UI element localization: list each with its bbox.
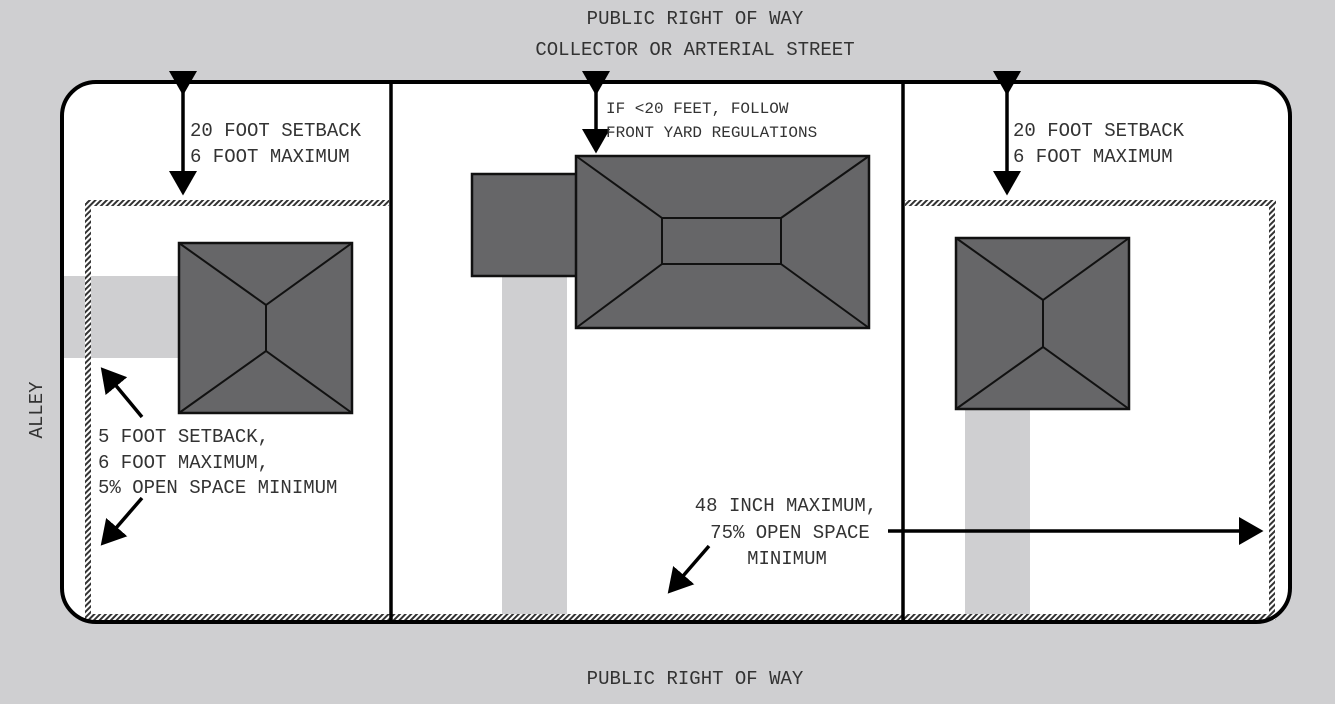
right-front-setback-line1: 20 FOOT SETBACK [1013, 120, 1185, 142]
fence-lines [85, 200, 1276, 620]
top-label-line1: PUBLIC RIGHT OF WAY [587, 8, 804, 30]
dimension-arrows [100, 71, 1264, 594]
right-house [954, 236, 1131, 411]
left-side-setback-line3: 5% OPEN SPACE MINIMUM [98, 477, 337, 499]
middle-front-note-line1: IF <20 FEET, FOLLOW [606, 100, 789, 118]
top-label-line2: COLLECTOR OR ARTERIAL STREET [535, 39, 854, 61]
left-side-setback-line1: 5 FOOT SETBACK, [98, 426, 269, 448]
right-driveway [965, 410, 1030, 620]
middle-rear-note-line1: 48 INCH MAXIMUM, [695, 495, 877, 517]
middle-driveway [502, 276, 567, 620]
left-house [177, 241, 354, 415]
left-front-setback-line1: 20 FOOT SETBACK [190, 120, 362, 142]
lot-outline [60, 80, 1292, 624]
middle-rear-note-line2: 75% OPEN SPACE [710, 522, 870, 544]
middle-rear-note-line3: MINIMUM [747, 548, 827, 570]
bottom-label: PUBLIC RIGHT OF WAY [587, 668, 804, 690]
alley-label: ALLEY [26, 381, 48, 439]
left-driveway [64, 276, 180, 358]
left-front-setback-line2: 6 FOOT MAXIMUM [190, 146, 350, 168]
left-side-setback-line2: 6 FOOT MAXIMUM, [98, 452, 269, 474]
middle-house [470, 154, 871, 330]
right-front-setback-line2: 6 FOOT MAXIMUM [1013, 146, 1173, 168]
middle-front-note-line2: FRONT YARD REGULATIONS [606, 124, 817, 142]
